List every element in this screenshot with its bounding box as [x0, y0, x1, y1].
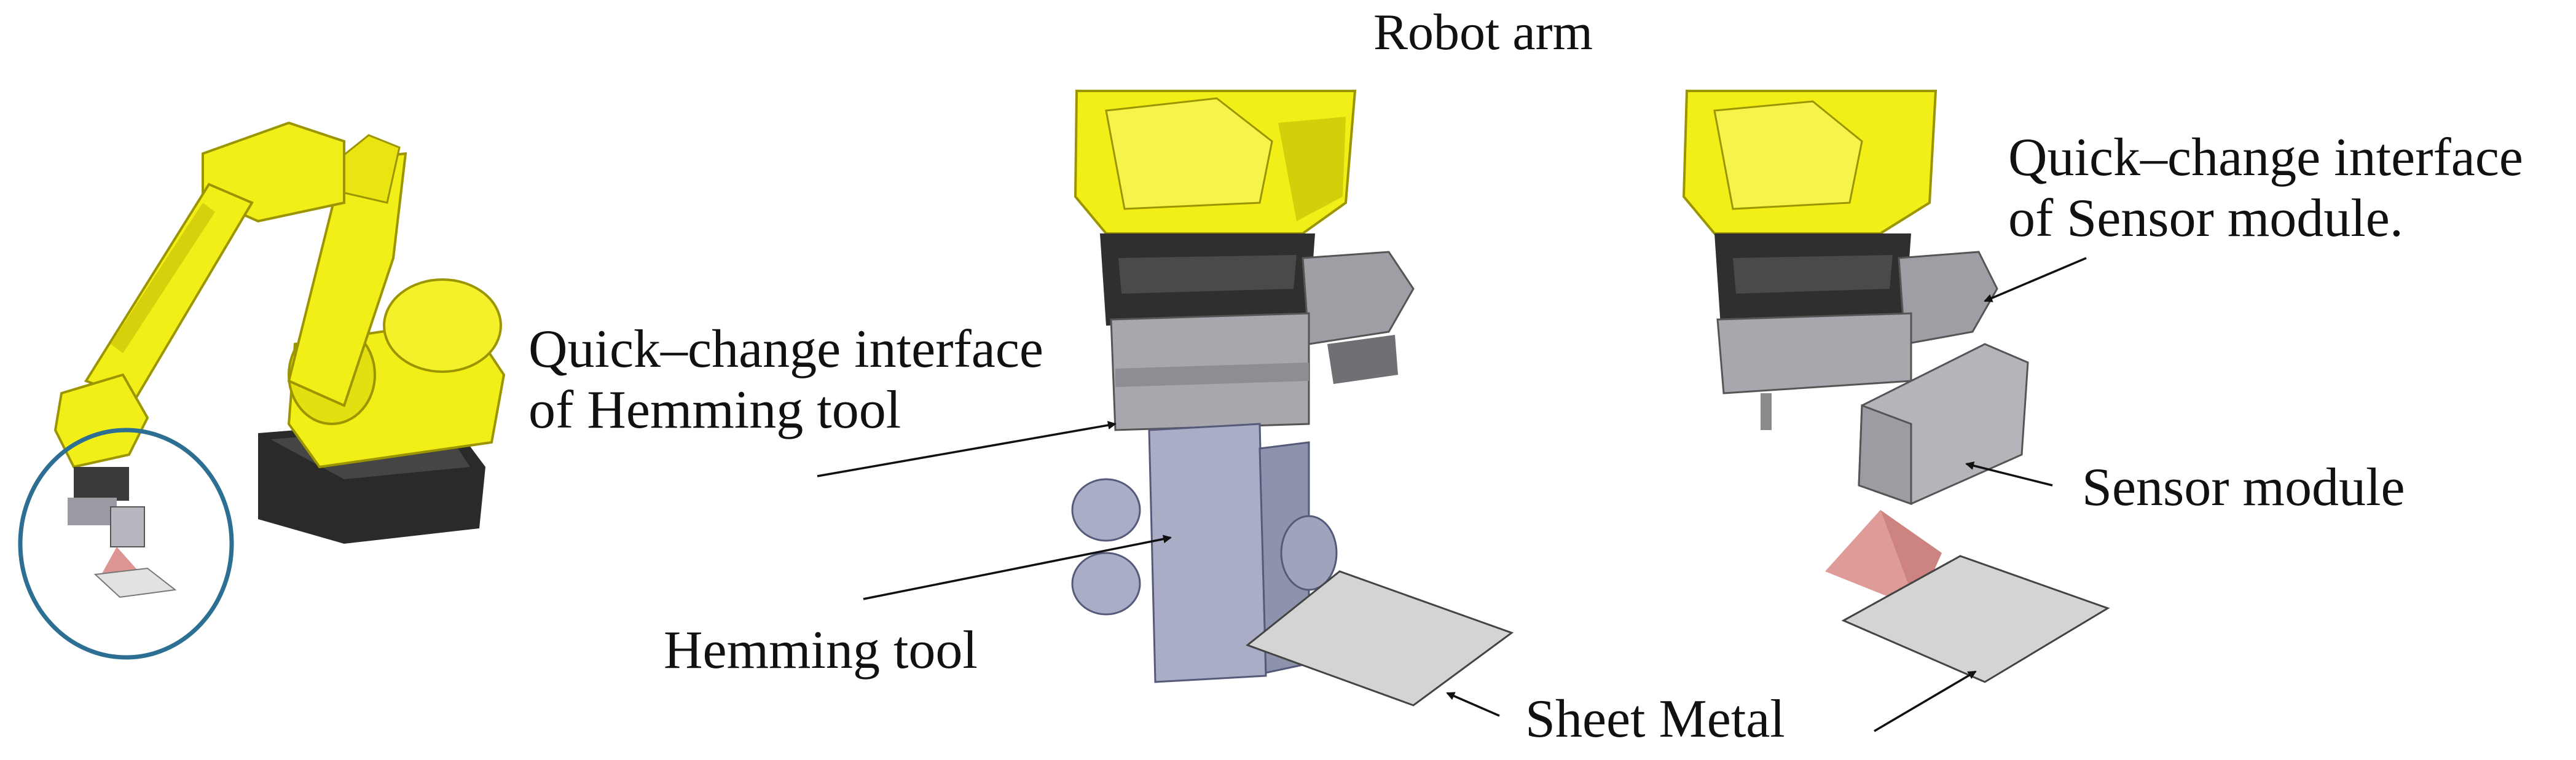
arrow-hemming-tool [863, 535, 1172, 600]
hemming-roller-top [1071, 478, 1141, 542]
sensor-sheet-metal [1841, 555, 2110, 683]
arrow-quick-change-hemming [817, 421, 1117, 477]
arrow-sheet-metal-left [1446, 692, 1500, 717]
robot-quick-change-small [68, 498, 117, 525]
arrow-sheet-metal-right [1874, 670, 1977, 732]
sensor-robot-wrist-face [1713, 100, 1863, 210]
robot-shoulder-motor [383, 278, 502, 373]
figure-title: Robot arm [1373, 4, 1593, 61]
robot-forearm-shade [111, 203, 215, 353]
hemming-roller-bottom [1071, 552, 1141, 616]
robot-laser-small [101, 547, 141, 574]
label-quick-change-hemming: Quick–change interface of Hemming tool [528, 319, 1043, 441]
hemming-flange-band [1118, 255, 1297, 294]
label-quick-change-sensor: Quick–change interface of Sensor module. [2008, 128, 2523, 249]
full-robot-illustration [18, 121, 506, 660]
sensor-assembly [1682, 90, 2110, 683]
hemming-tool-body [1148, 423, 1267, 683]
label-quick-change-sensor-line1: Quick–change interface [2008, 128, 2523, 187]
hemming-roller-side [1280, 515, 1338, 591]
highlight-circle [18, 428, 234, 660]
hemming-robot-wrist-shade [1278, 117, 1346, 221]
sensor-pin [1761, 393, 1772, 430]
leader-lines [817, 257, 2087, 732]
hemming-sheet-metal [1245, 570, 1514, 707]
robot-forearm [84, 182, 254, 401]
robot-sensor-small [110, 506, 145, 547]
label-quick-change-sensor-line2: of Sensor module. [2008, 188, 2403, 248]
robot-sheet-small [93, 567, 177, 598]
label-quick-change-hemming-line2: of Hemming tool [528, 380, 901, 440]
sensor-quick-change [1716, 312, 1912, 394]
label-hemming-tool: Hemming tool [664, 621, 978, 680]
sensor-laser-left [1825, 510, 1917, 608]
label-sheet-metal: Sheet Metal [1525, 689, 1785, 749]
sensor-module-front [1858, 404, 1912, 506]
sensor-bracket [1898, 251, 1998, 345]
label-sensor-module: Sensor module [2082, 458, 2405, 517]
robot-flange [74, 467, 129, 501]
hemming-assembly [1071, 90, 1514, 707]
sensor-flange-band [1733, 255, 1893, 294]
hemming-bracket [1302, 251, 1415, 345]
hemming-robot-wrist-face [1105, 97, 1273, 210]
hemming-bracket-gear [1327, 335, 1398, 384]
arrow-quick-change-sensor [1984, 257, 2087, 302]
label-quick-change-hemming-line1: Quick–change interface [528, 319, 1043, 379]
hemming-quick-change-seam [1115, 362, 1309, 387]
arrow-sensor-module [1965, 461, 2053, 487]
